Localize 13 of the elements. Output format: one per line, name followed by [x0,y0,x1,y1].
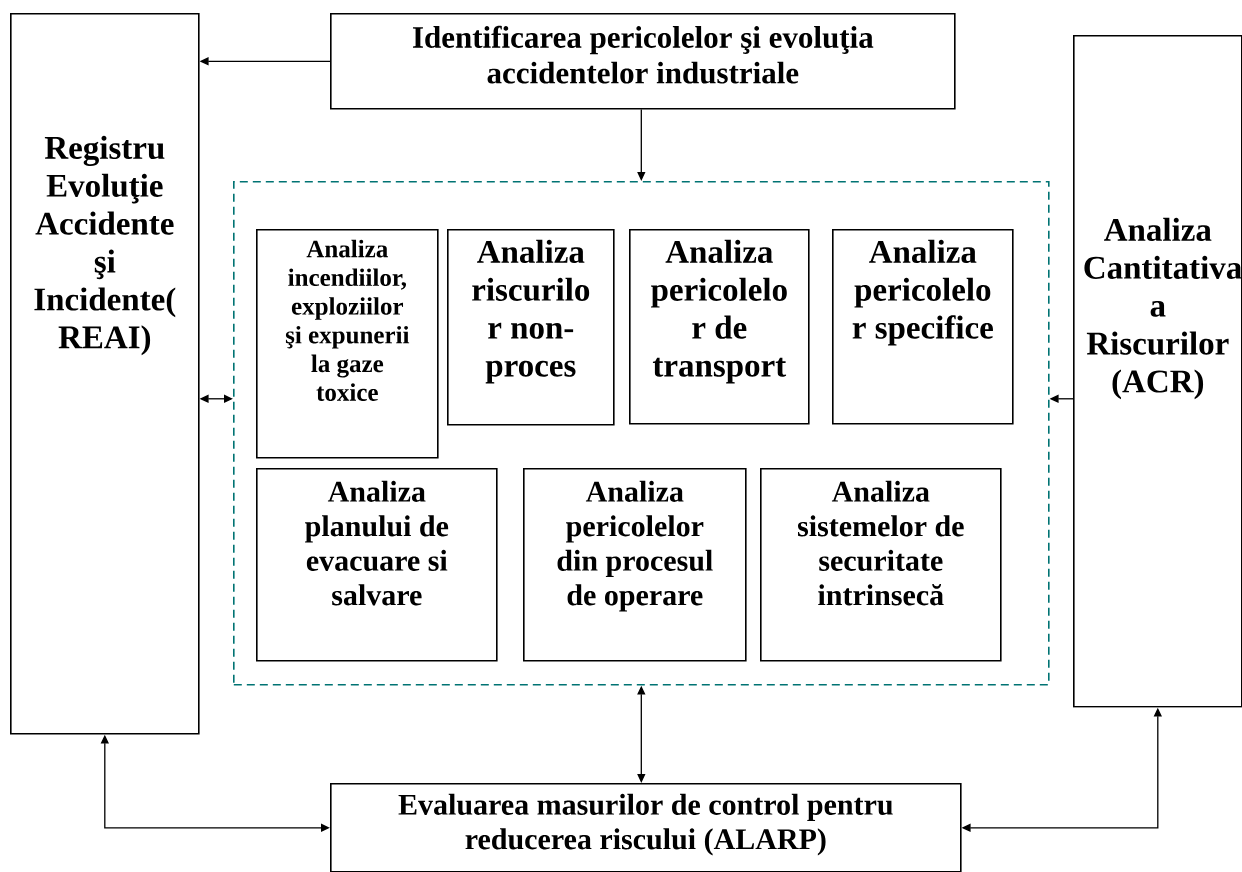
dashed-group-box [233,181,1050,686]
analysis-box: Analiza pericolelor din procesul de operare [523,468,747,662]
analysis-box: Analiza incendiilor, exploziilor şi expunerii la gaze toxice [256,229,439,459]
analysis-box: Analiza sistemelor de securitate intrinsecă [760,468,1002,662]
analysis-box: Analiza pericolelo r de transport [629,229,810,425]
analysis-box: Analiza planului de evacuare si salvare [256,468,498,662]
analysis-box: Analiza riscurilo r non-proces [447,229,615,426]
evaluation-box: Evaluarea masurilor de control pentru reducerea riscului (ALARP) [330,783,962,872]
process-box: Identificarea pericolelor şi evoluţia accidentelor industriale [330,13,956,110]
analysis-box: Analiza pericolelo r specifice [832,229,1014,425]
analysis-box: Analiza Cantitativa a Riscurilor (ACR) [1073,35,1242,708]
arrow [637,108,646,181]
register-box: Registru Evoluţie Accidente şi Incidente( REAI) [10,13,200,735]
